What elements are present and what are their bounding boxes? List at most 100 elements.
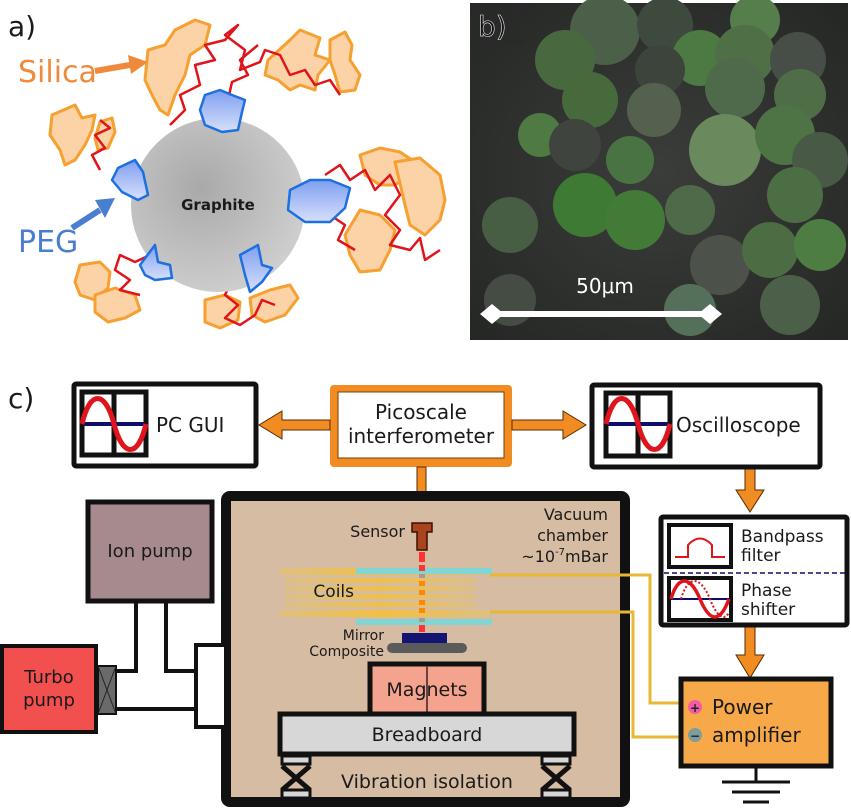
isolator-left: [280, 754, 312, 800]
peg-blob: [238, 243, 274, 294]
breadboard: Breadboard: [277, 711, 577, 757]
sem-particle: [549, 119, 601, 171]
panel-a-label: a): [8, 10, 36, 43]
composite: [387, 643, 467, 653]
vacuum-label-2: chamber: [537, 526, 608, 545]
panel-b-label: b): [478, 10, 507, 43]
vacuum-pressure: ~10-7mBar: [521, 547, 608, 566]
pc-gui-label: PC GUI: [156, 413, 224, 437]
ion-pump-label: Ion pump: [107, 541, 192, 562]
bandpass-icon: [675, 537, 725, 558]
minus-sign: −: [690, 729, 700, 743]
silica-particle: [343, 208, 397, 274]
sine-icon: [79, 389, 149, 458]
mirror: [402, 633, 447, 643]
sem-particle: [635, 45, 685, 95]
ground-icon: [722, 766, 790, 804]
sem-particles: [482, 0, 848, 336]
phase-icon: [669, 579, 731, 619]
filter-box: Bandpass filter Phase shifter: [658, 514, 850, 628]
sem-particle: [606, 136, 654, 184]
turbo-pump: Turbo pump: [0, 644, 98, 734]
bandpass-label-1: Bandpass: [741, 527, 824, 547]
oscilloscope-label: Oscilloscope: [676, 413, 801, 437]
sem-particle: [482, 197, 538, 253]
gate-valve: [97, 665, 117, 715]
silica-particle: [263, 28, 332, 92]
phase-label-2: shifter: [741, 600, 795, 620]
polymer-chain: [113, 253, 151, 297]
sem-particle: [665, 185, 715, 235]
ion-pump: Ion pump: [85, 499, 215, 604]
sem-particle: [553, 173, 617, 237]
polymer-chain: [329, 213, 356, 252]
sem-particle: [689, 114, 761, 186]
vacuum-plumbing: [115, 601, 228, 729]
peg-blobs: [110, 88, 352, 294]
wire-negative: [490, 610, 683, 739]
interferometer-label-1: Picoscale: [375, 400, 467, 424]
power-amplifier: + − Power amplifier: [678, 676, 834, 769]
sem-particle: [562, 72, 618, 128]
wire-positive: [490, 573, 683, 705]
panel-a: a) Graphite: [8, 10, 447, 330]
peg-blob: [198, 88, 247, 134]
label-backdrop: [470, 3, 522, 45]
panel-c-label: c): [8, 382, 34, 415]
sine-icon: [603, 390, 673, 459]
pc-gui-box: PC GUI: [71, 381, 259, 469]
peg-blob: [138, 243, 174, 282]
silica-label: Silica: [18, 55, 97, 90]
scale-bar-label: 50μm: [576, 274, 634, 298]
interferometer-label-2: interferometer: [348, 424, 495, 448]
polymer-chain: [169, 23, 342, 126]
interferometer-box: Picoscale interferometer: [330, 385, 512, 467]
panel-c: c) PC GUI Picoscale interferometer: [0, 381, 850, 807]
coils-label: Coils: [313, 582, 354, 602]
composite-label: Composite: [309, 644, 384, 660]
magnets-label: Magnets: [386, 679, 467, 701]
arrow-to-amplifier: [735, 626, 765, 679]
phase-label-1: Phase: [741, 581, 792, 601]
turbo-label-2: pump: [23, 690, 75, 711]
bandpass-label-2: filter: [741, 546, 781, 566]
silica-arrow: [94, 55, 148, 74]
plus-terminal: [688, 700, 702, 714]
mirror-composite: Mirror Composite: [309, 628, 467, 660]
turbo-label-1: Turbo: [23, 667, 74, 688]
polymer-chain: [90, 119, 112, 171]
vibration-label: Vibration isolation: [341, 771, 513, 793]
sem-particle: [705, 58, 765, 118]
sem-particle: [664, 284, 716, 336]
peg-arrow: [70, 198, 115, 231]
sem-particle: [605, 190, 665, 250]
laser-beam: [419, 552, 425, 632]
isolator-right: [540, 754, 572, 800]
magnets: Magnets: [367, 661, 487, 717]
arrow-to-pc-gui: [258, 410, 331, 440]
arrow-to-oscilloscope: [511, 410, 587, 440]
sem-particle: [627, 83, 681, 137]
silica-particle: [93, 286, 142, 324]
panel-b: b) 50μm: [470, 0, 848, 340]
minus-terminal: [688, 728, 702, 742]
peg-label: PEG: [18, 225, 78, 260]
sem-particle: [767, 167, 823, 223]
polymer-chain: [324, 163, 441, 262]
sensor: Sensor: [350, 522, 433, 551]
coil-wires: [490, 573, 683, 739]
amplifier-label-1: Power: [712, 695, 773, 719]
graphite-core: [131, 118, 305, 292]
sem-particle: [690, 235, 750, 295]
peg-blob: [286, 178, 352, 224]
vacuum-label-1: Vacuum: [544, 505, 608, 524]
graphite-label: Graphite: [181, 196, 255, 214]
mirror-label: Mirror: [343, 628, 384, 644]
plus-sign: +: [690, 701, 700, 715]
silica-particle: [328, 30, 362, 94]
sensor-label: Sensor: [350, 522, 405, 541]
amplifier-label-2: amplifier: [712, 723, 801, 747]
oscilloscope-box: Oscilloscope: [589, 382, 823, 470]
silica-particles: [48, 18, 447, 330]
